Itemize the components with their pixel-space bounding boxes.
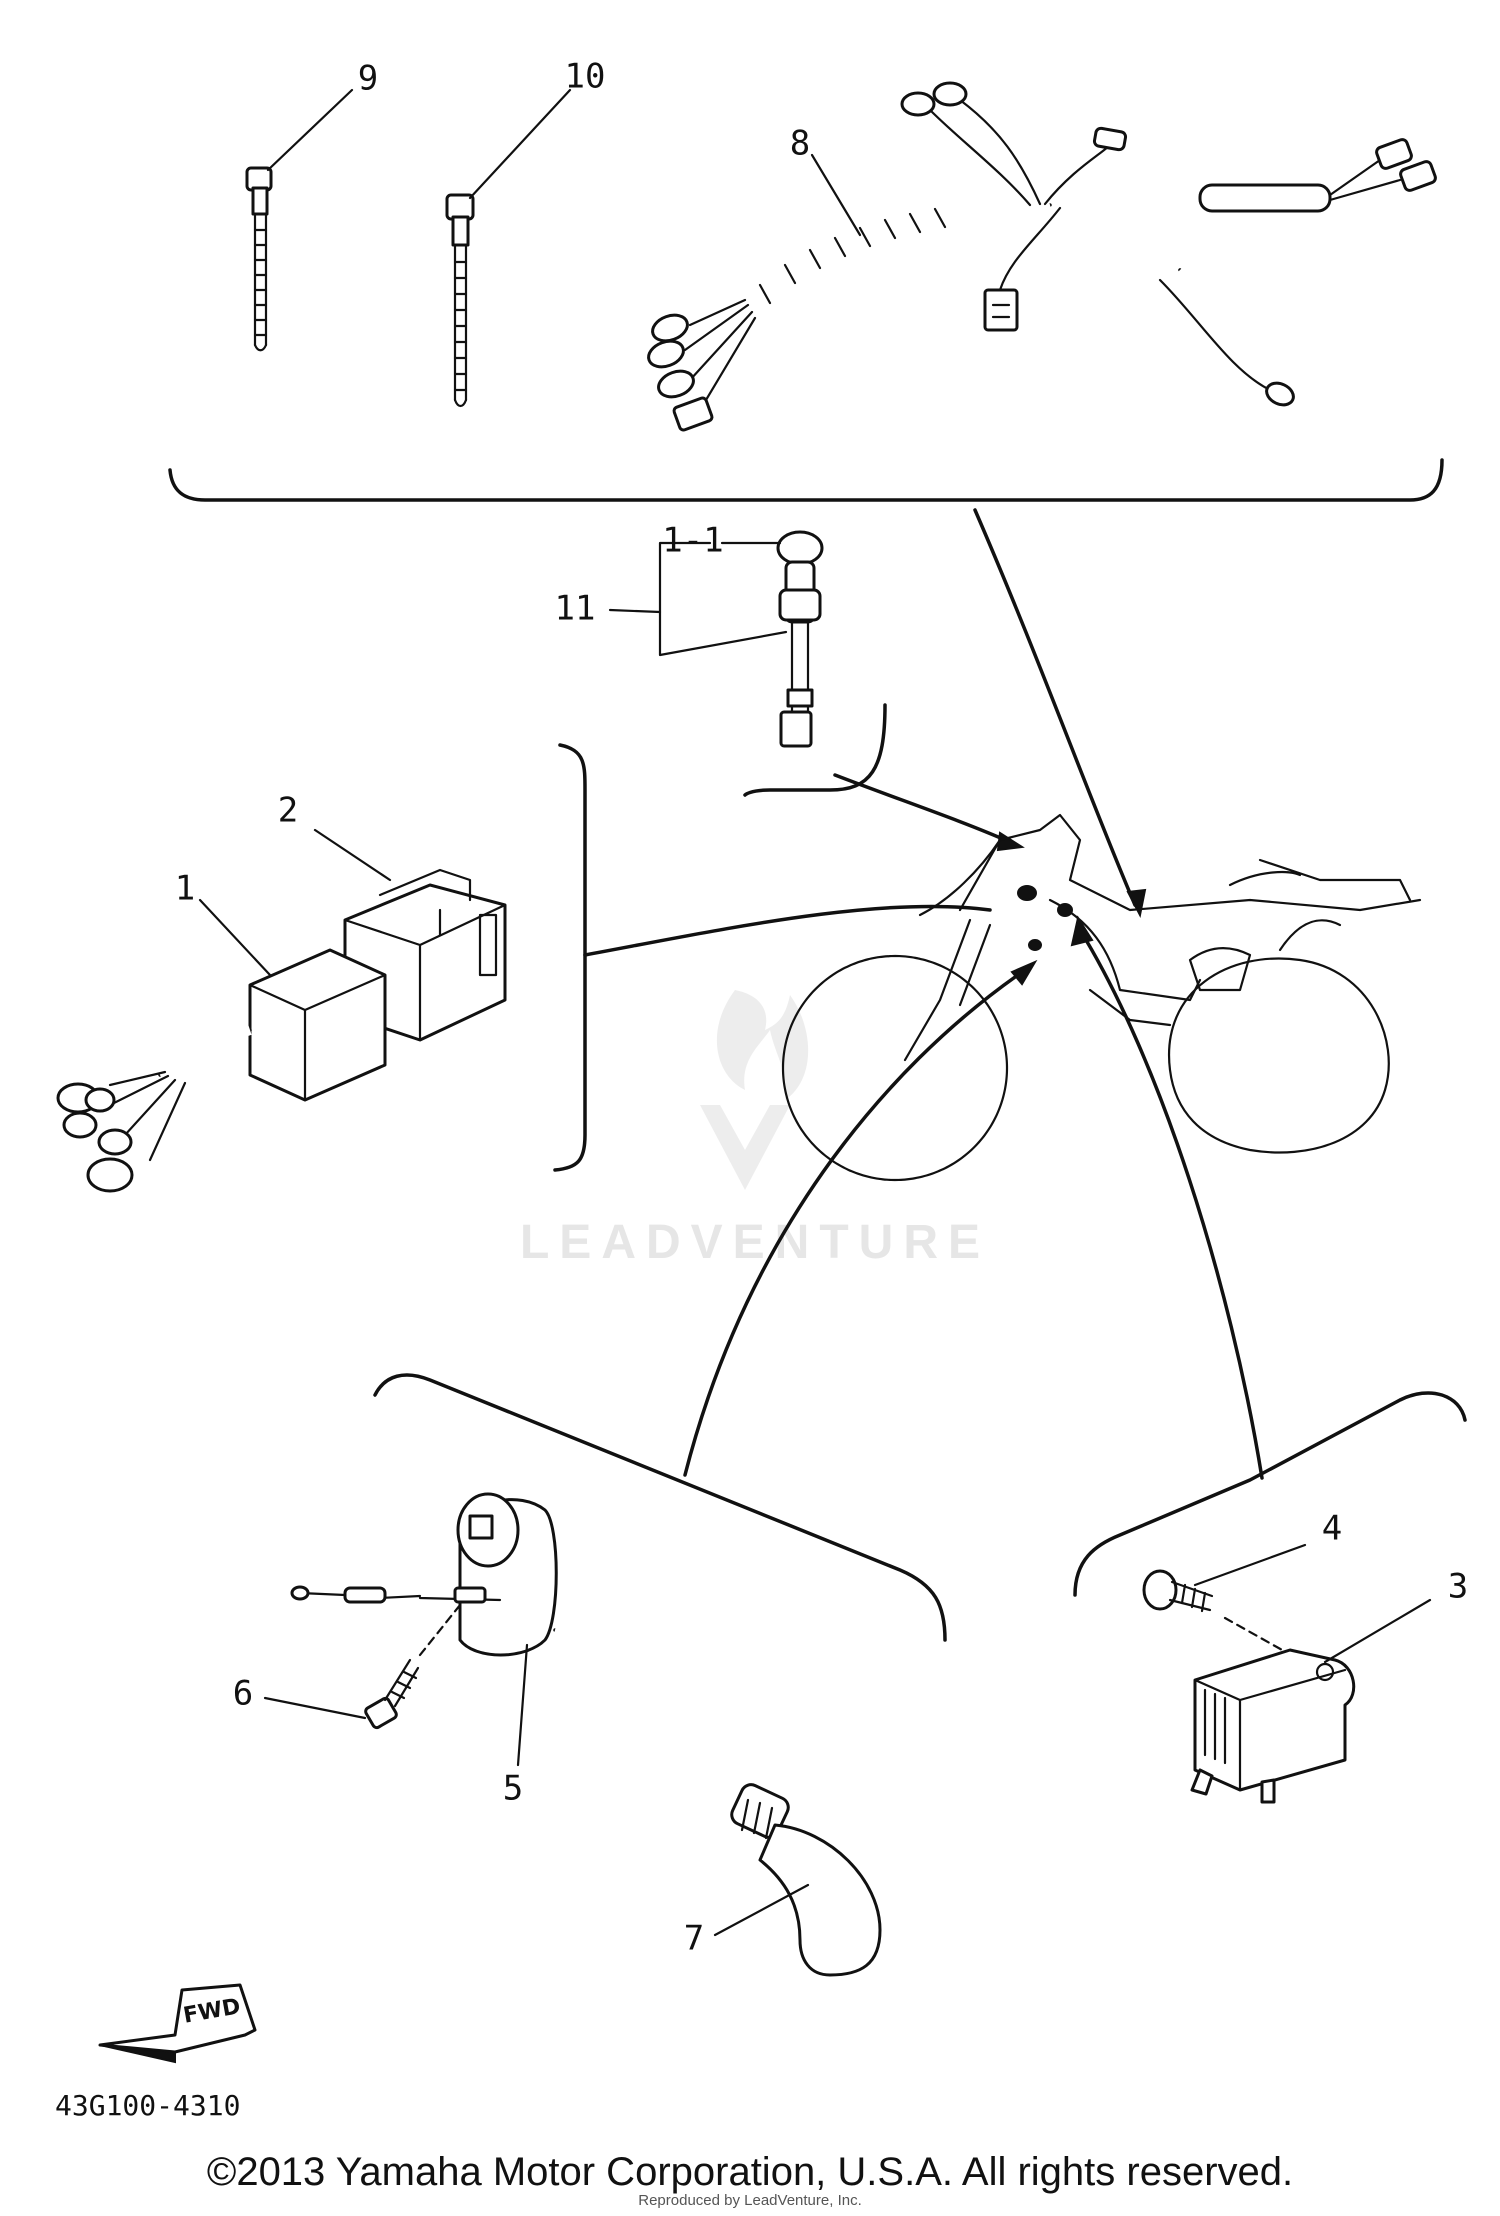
callout-1: 1: [175, 869, 195, 909]
arrow-cdi: [583, 904, 992, 957]
leader-2: [313, 828, 392, 882]
bolt-6: [364, 1658, 420, 1730]
rectifier-3: [1190, 1648, 1356, 1804]
leader-3: [1323, 1598, 1432, 1664]
copyright-notice: ©2013 Yamaha Motor Corporation, U.S.A. A…: [206, 2150, 1294, 2194]
fwd-arrow-icon: FWD: [98, 1983, 257, 2064]
leader-7: [713, 1883, 810, 1937]
bolt-6-axis: [418, 1603, 462, 1657]
main-switch-11: [776, 530, 824, 748]
callout-2: 2: [278, 791, 298, 831]
arrow-rectifier: [1078, 928, 1264, 1480]
cable-tie-10: [445, 193, 475, 408]
callout-11: 11: [555, 589, 596, 629]
motorcycle-outline: [781, 813, 1422, 1182]
reproduced-notice: Reproduced by LeadVenture, Inc.: [638, 2192, 862, 2209]
watermark-logo: [700, 990, 809, 1190]
leader-1: [198, 898, 272, 977]
cdi-group-bracket: [553, 743, 587, 1172]
leader-9: [266, 88, 354, 172]
cdi-unit-1: [56, 948, 387, 1193]
callout-8: 8: [790, 124, 810, 164]
coil-group-bracket: [373, 1373, 947, 1642]
bracket-11: [658, 541, 788, 657]
callout-1-1: 1-1: [662, 521, 723, 561]
cable-tie-9: [245, 166, 273, 352]
rectifier-group-bracket: [1073, 1391, 1467, 1597]
watermark-text: LEADVENTURE: [520, 1216, 990, 1269]
leader-11: [608, 608, 662, 614]
callout-6: 6: [233, 1674, 253, 1714]
top-group-bracket: [168, 458, 1444, 502]
callout-9: 9: [358, 59, 378, 99]
arrow-top-group: [973, 508, 1137, 907]
arrow-switch: [833, 773, 1012, 844]
part-code: 43G100-4310: [55, 2089, 240, 2122]
plug-cap-7: [730, 1783, 882, 1977]
wire-harness-8: [647, 81, 1437, 432]
bolt-4: [1142, 1569, 1214, 1613]
callout-10: 10: [565, 57, 606, 97]
leader-8: [810, 153, 862, 237]
ignition-coil-5: [290, 1492, 828, 1816]
leader-5: [516, 1643, 529, 1767]
callout-7: 7: [684, 1919, 704, 1959]
callout-3: 3: [1448, 1567, 1468, 1607]
leader-10: [468, 88, 572, 200]
leader-4: [1193, 1543, 1307, 1587]
arrow-coil: [683, 968, 1027, 1477]
callout-5: 5: [503, 1769, 523, 1809]
leader-6: [263, 1696, 367, 1720]
switch-group-bracket: [743, 703, 887, 797]
callout-4: 4: [1322, 1509, 1342, 1549]
